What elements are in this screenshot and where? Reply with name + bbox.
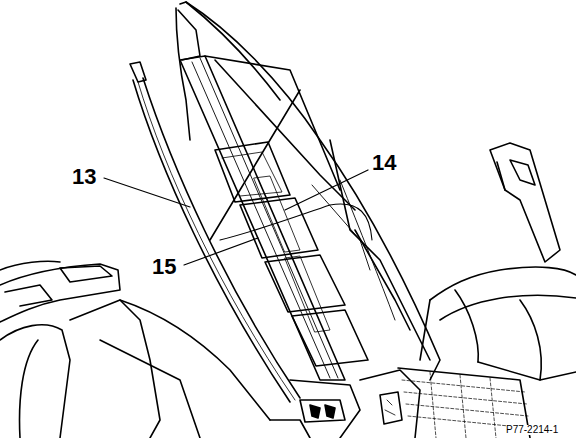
callout-number: 15: [152, 256, 176, 278]
callout-number: 14: [372, 152, 396, 174]
figure-code: P77-2214-1: [506, 425, 558, 435]
callout-number: 13: [72, 166, 96, 188]
